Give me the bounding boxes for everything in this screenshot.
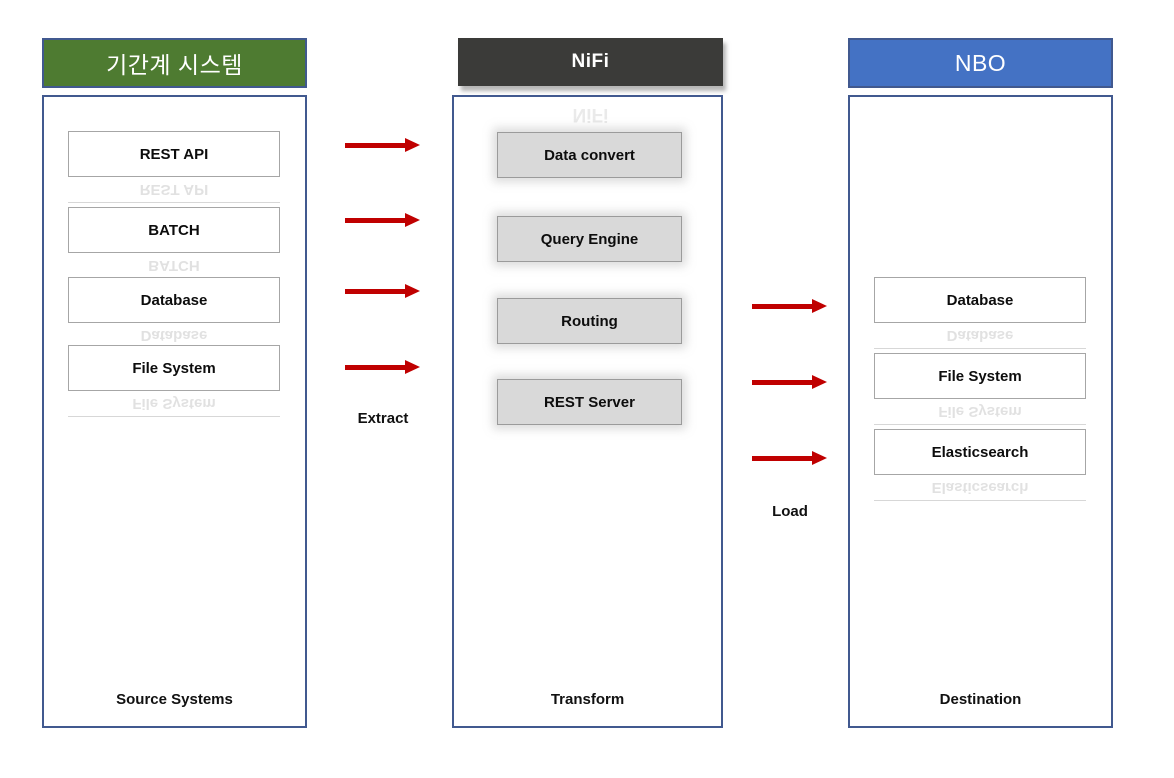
arrow-head [405, 360, 420, 374]
extract-arrow-2 [345, 213, 420, 227]
arrow-shaft [345, 218, 407, 223]
destination-item-database-label: Database [946, 291, 1014, 309]
load-arrow-3 [752, 451, 827, 465]
transform-item-rest-server-label: REST Server [544, 393, 635, 411]
source-item-database-label: Database [140, 291, 208, 309]
transform-item-routing[interactable]: Routing [497, 298, 682, 344]
source-column-body [42, 95, 307, 728]
source-item-batch-label: BATCH [148, 221, 200, 239]
destination-column-header-label: NBO [954, 49, 1007, 76]
source-item-file-system[interactable]: File System [68, 345, 280, 391]
source-item-rest-api[interactable]: REST API [68, 131, 280, 177]
source-item-file-system-label: File System [132, 359, 216, 377]
destination-column-body [848, 95, 1113, 728]
destination-item-elasticsearch[interactable]: Elasticsearch [874, 429, 1086, 475]
transform-column-footer-label: Transform [550, 691, 625, 708]
arrow-head [405, 284, 420, 298]
source-item-batch[interactable]: BATCH [68, 207, 280, 253]
arrow-head [812, 375, 827, 389]
source-column-footer-label: Source Systems [116, 691, 233, 708]
arrow-head [405, 138, 420, 152]
source-item-database[interactable]: Database [68, 277, 280, 323]
destination-item-elasticsearch-label: Elasticsearch [931, 443, 1029, 461]
transform-item-query-engine-label: Query Engine [540, 230, 639, 248]
transform-item-query-engine[interactable]: Query Engine [497, 216, 682, 262]
source-item-rest-api-label: REST API [139, 145, 209, 163]
extract-arrow-1 [345, 138, 420, 152]
transform-item-rest-server[interactable]: REST Server [497, 379, 682, 425]
transform-item-data-convert-label: Data convert [544, 146, 635, 164]
destination-item-file-system[interactable]: File System [874, 353, 1086, 399]
arrow-shaft [345, 143, 407, 148]
arrow-shaft [752, 304, 814, 309]
destination-item-database[interactable]: Database [874, 277, 1086, 323]
arrow-shaft [345, 365, 407, 370]
extract-arrow-4 [345, 360, 420, 374]
arrow-head [812, 451, 827, 465]
load-arrow-2 [752, 375, 827, 389]
load-arrow-1 [752, 299, 827, 313]
transform-item-data-convert[interactable]: Data convert [497, 132, 682, 178]
arrow-head [405, 213, 420, 227]
load-flow-label: Load [772, 503, 808, 520]
extract-arrow-3 [345, 284, 420, 298]
source-column-header-label: 기간계 시스템 [106, 52, 243, 78]
destination-item-file-system-label: File System [938, 367, 1022, 385]
arrow-shaft [345, 289, 407, 294]
arrow-head [812, 299, 827, 313]
destination-column-footer-label: Destination [939, 691, 1022, 708]
extract-flow-label: Extract [357, 410, 409, 427]
transform-item-routing-label: Routing [561, 312, 618, 330]
source-column-header: 기간계 시스템 [42, 38, 307, 88]
transform-column-header-label: NiFi [571, 51, 610, 72]
arrow-shaft [752, 380, 814, 385]
arrow-shaft [752, 456, 814, 461]
transform-column-header: NiFi [458, 38, 723, 86]
destination-column-header: NBO [848, 38, 1113, 88]
